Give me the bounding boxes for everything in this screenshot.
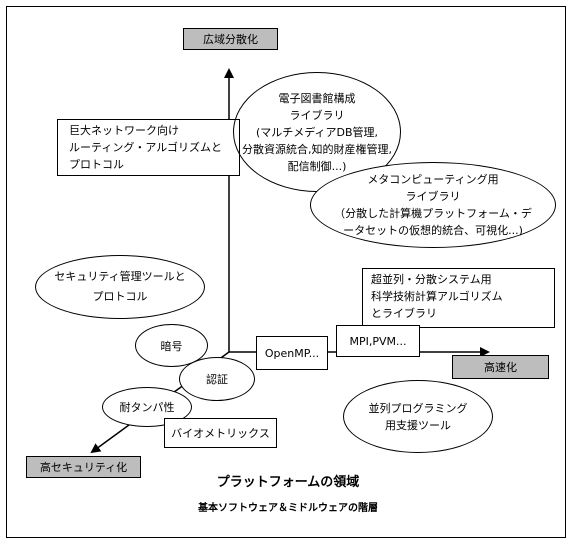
security-mgmt-ellipse: セキュリティ管理ツールと プロトコル bbox=[35, 255, 205, 319]
axis-label-top: 広域分散化 bbox=[183, 28, 278, 50]
axis-label-right: 高速化 bbox=[452, 355, 549, 379]
caption-title: プラットフォームの領域 bbox=[216, 475, 360, 490]
authentication-ellipse: 認証 bbox=[179, 357, 255, 401]
metacomputing-ellipse: メタコンピューティング用 ライブラリ （分散した計算機プラットフォーム・デ ータ… bbox=[310, 162, 556, 248]
network-routing-box: 巨大ネットワーク向け ルーティング・アルゴリズムと プロトコル bbox=[57, 119, 240, 176]
security-mgmt-text: セキュリティ管理ツールと プロトコル bbox=[54, 270, 186, 303]
mpi-text: MPI,PVM... bbox=[349, 334, 407, 348]
mpi-box: MPI,PVM... bbox=[336, 325, 420, 357]
authentication-text: 認証 bbox=[206, 373, 228, 386]
axis-label-bottom-left: 高セキュリティ化 bbox=[26, 456, 141, 478]
metacomputing-text: メタコンピューティング用 ライブラリ （分散した計算機プラットフォーム・デ ータ… bbox=[334, 173, 532, 237]
encryption-text: 暗号 bbox=[160, 339, 183, 353]
parallel-prog-ellipse: 並列プログラミング 用支援ツール bbox=[343, 380, 493, 453]
openmp-box: OpenMP... bbox=[256, 336, 328, 370]
openmp-text: OpenMP... bbox=[264, 346, 320, 360]
parallel-prog-text: 並列プログラミング 用支援ツール bbox=[368, 401, 468, 432]
biometrics-text: バイオメトリックス bbox=[171, 427, 270, 440]
diagram-frame bbox=[6, 6, 566, 538]
parallel-algo-box: 超並列・分散システム用 科学技術計算アルゴリズム とライブラリ bbox=[362, 268, 555, 328]
e-library-text: 電子図書館構成 ライブラリ (マルチメディアDB管理, 分散資源統合,知的財産権… bbox=[242, 91, 392, 173]
biometrics-box: バイオメトリックス bbox=[164, 418, 277, 448]
caption-subtitle: 基本ソフトウェア＆ミドルウェアの階層 bbox=[198, 503, 378, 514]
tamper-text: 耐タンパ性 bbox=[119, 401, 175, 414]
